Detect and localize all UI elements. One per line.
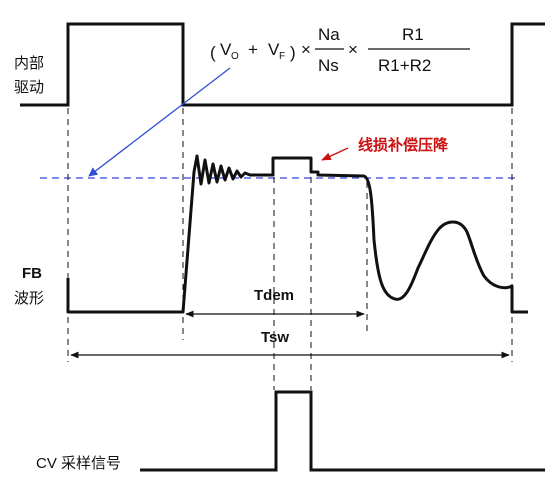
svg-text:R1: R1 bbox=[402, 25, 424, 44]
svg-text:F: F bbox=[279, 51, 285, 62]
svg-text:Na: Na bbox=[318, 25, 340, 44]
line-loss-pointer bbox=[321, 147, 349, 161]
svg-text:Ns: Ns bbox=[318, 56, 339, 75]
drive-waveform bbox=[20, 22, 545, 107]
timing-guides bbox=[67, 108, 513, 390]
cv-sample-label: CV 采样信号 bbox=[36, 455, 121, 472]
internal-drive-label-line1: 内部 bbox=[14, 55, 44, 72]
svg-text:×: × bbox=[301, 40, 311, 59]
tsw-label: Tsw bbox=[261, 329, 289, 346]
formula: ( V O + V F ) × Na Ns × R1 R1+R2 bbox=[210, 25, 470, 75]
fb-label-line2: 波形 bbox=[14, 290, 44, 307]
svg-text:O: O bbox=[231, 51, 239, 62]
line-loss-label: 线损补偿压降 bbox=[358, 136, 449, 154]
svg-text:V: V bbox=[220, 40, 232, 59]
tdem-label: Tdem bbox=[254, 287, 294, 304]
formula-pointer-arrow bbox=[88, 67, 231, 177]
svg-text:R1+R2: R1+R2 bbox=[378, 56, 431, 75]
fb-label-line1: FB bbox=[22, 265, 42, 282]
svg-text:V: V bbox=[268, 40, 280, 59]
svg-text:): ) bbox=[290, 43, 296, 62]
internal-drive-label-line2: 驱动 bbox=[14, 79, 44, 96]
svg-text:+: + bbox=[248, 40, 258, 59]
svg-text:(: ( bbox=[210, 43, 216, 62]
fb-waveform bbox=[66, 154, 528, 314]
cv-sample-waveform bbox=[140, 390, 545, 472]
svg-text:×: × bbox=[348, 40, 358, 59]
